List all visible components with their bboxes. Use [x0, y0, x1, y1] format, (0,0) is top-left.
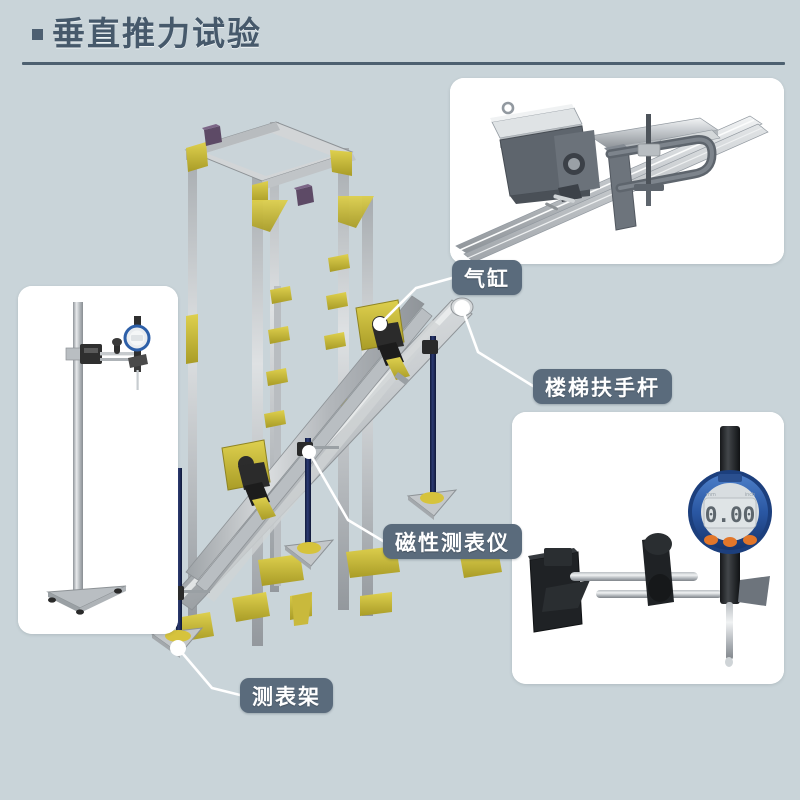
floor-stand-illustration [18, 286, 178, 634]
header-divider [22, 62, 785, 65]
inset-photo-gauge-stand [18, 286, 178, 634]
callout-badge-cylinder[interactable]: 气缸 [452, 260, 522, 295]
gauge-stand-right [406, 336, 458, 520]
magnetic-dial-indicator-illustration: 0.00 mm inch [512, 412, 784, 684]
svg-text:mm: mm [706, 492, 716, 498]
dial-display-value: 0.00 [705, 503, 756, 527]
callout-badge-gauge-stand[interactable]: 测表架 [240, 678, 333, 713]
pneumatic-cylinder-lower [221, 439, 276, 520]
callout-badge-dial-gauge[interactable]: 磁性测表仪 [383, 524, 522, 559]
inset-photo-dial-indicator: 0.00 mm inch [512, 412, 784, 684]
page-title: 垂直推力试验 [52, 14, 262, 53]
svg-text:inch: inch [745, 492, 755, 498]
stair-handrail-tube [171, 297, 474, 611]
callout-anchor-dots [170, 300, 470, 656]
cylinder-rail-illustration [450, 78, 784, 264]
callout-badge-handrail[interactable]: 楼梯扶手杆 [533, 369, 672, 404]
square-bullet-icon [32, 29, 43, 40]
gauge-stand-middle [283, 438, 339, 570]
pneumatic-cylinder-upper [355, 299, 410, 386]
inset-photo-cylinder [450, 78, 784, 264]
callout-leaders [176, 276, 535, 697]
page-header: 垂直推力试验 [0, 0, 800, 70]
